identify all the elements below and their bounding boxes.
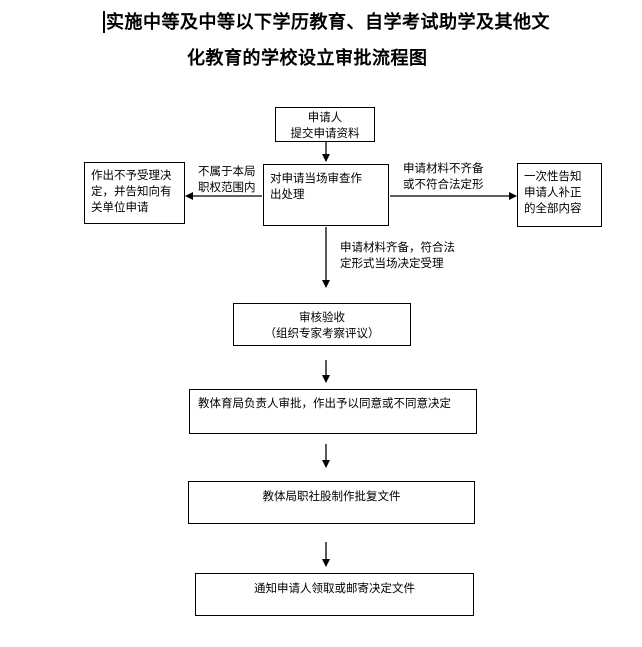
node-supplement-line2: 申请人补正	[524, 185, 582, 199]
node-review-line1: 审核验收	[299, 309, 345, 324]
node-onsite-review: 对申请当场审查作 出处理	[263, 164, 389, 226]
diagram-title-line2: 化教育的学校设立审批流程图	[187, 48, 428, 69]
node-review-line2: （组织专家考察评议）	[264, 325, 380, 340]
edge-label-incomplete-line2: 或不符合法定形	[403, 177, 484, 191]
node-document: 教体局职社股制作批复文件	[188, 481, 475, 524]
node-applicant: 申请人 提交申请资料	[275, 107, 375, 142]
diagram-title-line1: 实施中等及中等以下学历教育、自学考试助学及其他文	[106, 12, 550, 33]
edge-label-incomplete: 申请材料不齐备 或不符合法定形	[403, 160, 484, 192]
node-reject-line3: 关单位申请	[91, 200, 149, 214]
edge-label-not-jurisdiction: 不属于本局 职权范围内	[198, 163, 256, 195]
node-supplement-line3: 的全部内容	[524, 201, 582, 215]
node-document-text: 教体局职社股制作批复文件	[262, 489, 401, 503]
node-onsite-line2: 出处理	[270, 187, 305, 201]
edge-label-accepted-line1: 申请材料齐备，符合法	[340, 240, 455, 254]
node-reject-line2: 定，并告知向有	[91, 184, 172, 198]
node-onsite-line1: 对申请当场审查作	[270, 171, 362, 185]
node-reject-line1: 作出不予受理决	[91, 168, 172, 182]
edge-label-incomplete-line1: 申请材料不齐备	[403, 161, 484, 175]
node-applicant-line2: 提交申请资料	[290, 125, 360, 140]
edge-label-not-jurisdiction-line1: 不属于本局	[198, 164, 256, 178]
node-supplement-line1: 一次性告知	[524, 169, 582, 183]
node-approve-text: 教体育局负责人审批，作出予以同意或不同意决定	[198, 396, 451, 410]
node-review: 审核验收 （组织专家考察评议）	[233, 303, 411, 346]
edge-label-accepted-line2: 定形式当场决定受理	[340, 256, 444, 270]
text-cursor	[103, 11, 105, 33]
node-reject: 作出不予受理决 定，并告知向有 关单位申请	[84, 162, 185, 224]
edge-label-accepted: 申请材料齐备，符合法 定形式当场决定受理	[340, 239, 455, 271]
node-approve: 教体育局负责人审批，作出予以同意或不同意决定	[189, 389, 477, 434]
edge-label-not-jurisdiction-line2: 职权范围内	[198, 180, 256, 194]
node-applicant-line1: 申请人	[307, 109, 343, 124]
node-notify: 通知申请人领取或邮寄决定文件	[195, 573, 474, 616]
node-notify-text: 通知申请人领取或邮寄决定文件	[254, 581, 415, 595]
node-supplement: 一次性告知 申请人补正 的全部内容	[517, 163, 602, 227]
